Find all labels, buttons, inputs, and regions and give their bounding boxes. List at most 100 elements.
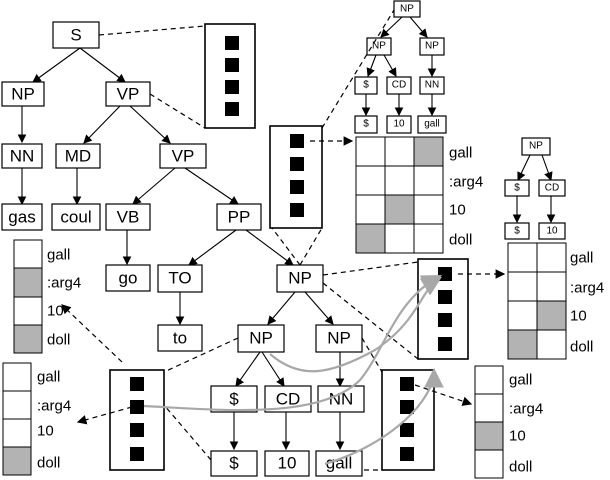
top-node-ten: 10 <box>386 115 412 134</box>
node-nn: NN <box>1 143 43 169</box>
node-ten: 10 <box>264 450 310 477</box>
vector-np-lower-left <box>109 369 165 471</box>
node-vp2: VP <box>159 143 207 169</box>
column-left-label-0: gall <box>47 247 70 264</box>
matrix-top-label-2: 10 <box>449 202 466 219</box>
node-md: MD <box>55 143 101 169</box>
right-node-ten: 10 <box>538 222 566 240</box>
svg-text:to: to <box>173 329 187 348</box>
node-cd: CD <box>264 385 312 413</box>
top-tree-edges <box>361 16 437 117</box>
node-gas: gas <box>1 203 43 231</box>
svg-text:NP: NP <box>529 141 543 152</box>
node-np4: NP <box>315 324 363 353</box>
column-left-label-1: :arg4 <box>47 275 81 292</box>
svg-text:$: $ <box>514 226 520 237</box>
svg-text:CD: CD <box>276 390 301 409</box>
matrix-right-label-0: gall <box>570 250 593 267</box>
svg-text:CD: CD <box>392 80 406 91</box>
svg-text:gall: gall <box>424 119 440 130</box>
right-node-dollar-tag: $ <box>504 179 530 197</box>
node-pp: PP <box>216 203 262 231</box>
top-node-dollar-tag: $ <box>354 76 378 95</box>
svg-text:10: 10 <box>393 119 405 130</box>
vector-np-lower-right <box>381 369 435 471</box>
svg-text:S: S <box>70 26 81 45</box>
node-np2: NP <box>276 264 324 293</box>
column-left-label-2: 10 <box>47 303 64 320</box>
matrix-top <box>355 136 444 254</box>
svg-text:NP: NP <box>372 41 386 52</box>
svg-text:$: $ <box>229 390 239 409</box>
vector-column-bottom-right <box>474 365 504 479</box>
matrix-right-label-2: 10 <box>570 308 587 325</box>
svg-text:coul: coul <box>60 208 91 227</box>
node-s: S <box>52 21 100 49</box>
right-node-dollar-word: $ <box>504 222 530 240</box>
node-to-tag: TO <box>157 264 203 293</box>
matrix-top-label-1: :arg4 <box>449 174 483 191</box>
top-node-dollar-word: $ <box>354 115 378 134</box>
node-coul: coul <box>51 203 101 231</box>
svg-text:VP: VP <box>117 85 140 104</box>
node-np: NP <box>1 81 45 107</box>
svg-text:CD: CD <box>545 183 559 194</box>
svg-text:PP: PP <box>228 208 251 227</box>
node-dollar-tag: $ <box>210 385 258 413</box>
svg-text:$: $ <box>229 454 239 473</box>
matrix-top-label-3: doll <box>449 232 472 249</box>
svg-text:VB: VB <box>117 208 140 227</box>
matrix-right-label-1: :arg4 <box>570 280 604 297</box>
svg-text:$: $ <box>363 80 369 91</box>
main-tree-edges <box>17 47 345 451</box>
top-node-gall: gall <box>417 115 447 134</box>
top-node-np-root: NP <box>393 0 421 18</box>
vector-column-bottom-left <box>2 362 32 476</box>
svg-text:VP: VP <box>172 147 195 166</box>
svg-text:$: $ <box>514 183 520 194</box>
top-node-np-left: NP <box>366 37 392 56</box>
node-to-word: to <box>157 324 203 352</box>
column-bottom-left-label-3: doll <box>37 455 60 472</box>
right-tree-edges <box>512 154 556 224</box>
dashed-connectors <box>61 9 506 471</box>
column-left-label-3: doll <box>47 332 70 349</box>
node-np3: NP <box>237 324 285 353</box>
node-gall: gall <box>315 450 363 477</box>
svg-text:NP: NP <box>327 329 351 348</box>
svg-text:NP: NP <box>400 4 414 15</box>
node-dollar-word: $ <box>210 450 258 477</box>
svg-text:TO: TO <box>168 269 191 288</box>
svg-text:go: go <box>119 269 138 288</box>
svg-text:MD: MD <box>65 147 91 166</box>
matrix-right <box>507 242 567 360</box>
column-bottom-right-label-0: gall <box>509 372 532 389</box>
node-vb: VB <box>105 203 151 231</box>
column-bottom-right-label-3: doll <box>509 459 532 476</box>
column-bottom-left-label-0: gall <box>37 369 60 386</box>
top-node-nn: NN <box>419 76 445 95</box>
vector-np-upper <box>269 125 323 229</box>
svg-text:NN: NN <box>425 80 439 91</box>
matrix-top-label-0: gall <box>449 145 472 162</box>
column-bottom-right-label-1: :arg4 <box>509 401 543 418</box>
gray-arrows <box>143 274 444 466</box>
right-node-np: NP <box>521 137 551 156</box>
vector-column-left <box>13 239 43 354</box>
top-node-cd: CD <box>386 76 412 95</box>
svg-text:gas: gas <box>8 208 35 227</box>
vector-s <box>204 23 256 129</box>
right-node-cd: CD <box>538 179 566 197</box>
svg-text:NP: NP <box>11 85 35 104</box>
svg-text:NP: NP <box>249 329 273 348</box>
svg-text:NP: NP <box>425 41 439 52</box>
svg-text:10: 10 <box>546 226 558 237</box>
node-vp: VP <box>105 81 151 107</box>
node-go: go <box>105 264 151 292</box>
svg-text:gall: gall <box>326 454 352 473</box>
top-node-np-right: NP <box>419 37 445 56</box>
column-bottom-right-label-2: 10 <box>509 428 526 445</box>
svg-text:NN: NN <box>10 147 35 166</box>
svg-text:$: $ <box>363 119 369 130</box>
